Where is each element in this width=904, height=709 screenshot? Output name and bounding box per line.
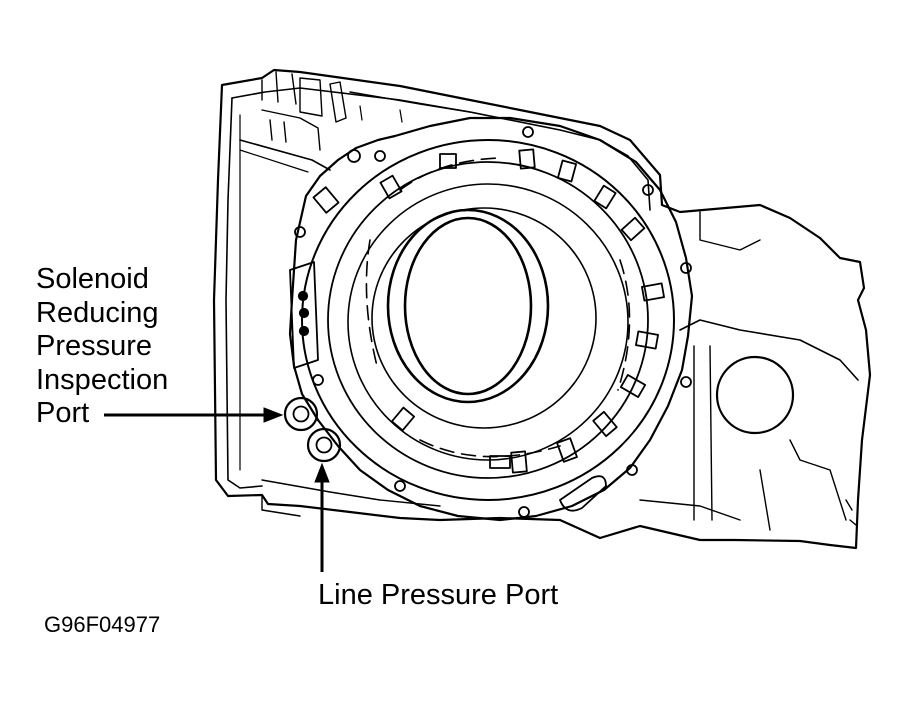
line-pressure-leader-arrow [314, 462, 330, 572]
figure-id: G96F04977 [44, 612, 161, 637]
solenoid-label-line4: Inspection [36, 363, 169, 396]
side-boss [715, 355, 795, 435]
solenoid-label-line3: Pressure [36, 330, 153, 362]
middle-ring [327, 161, 649, 479]
case-outline [212, 68, 872, 550]
case-inner-rim [231, 87, 651, 211]
ring-tabs [312, 148, 665, 474]
center-bore [386, 208, 550, 404]
solenoid-label-line2: Reducing [36, 296, 159, 329]
solenoid-inspection-port [283, 396, 319, 432]
outer-ring [301, 139, 675, 501]
solenoid-label-line1: Solenoid [36, 263, 149, 295]
solenoid-port-label: Solenoid Reducing Pressure Inspection Po… [36, 263, 168, 431]
solenoid-leader-arrow [104, 407, 284, 423]
flange-bolt-holes [294, 126, 692, 518]
bottom-slot [559, 475, 607, 512]
solenoid-label-line5: Port [36, 397, 90, 429]
line-pressure-port [306, 427, 342, 463]
line-pressure-port-label: Line Pressure Port [318, 579, 559, 611]
